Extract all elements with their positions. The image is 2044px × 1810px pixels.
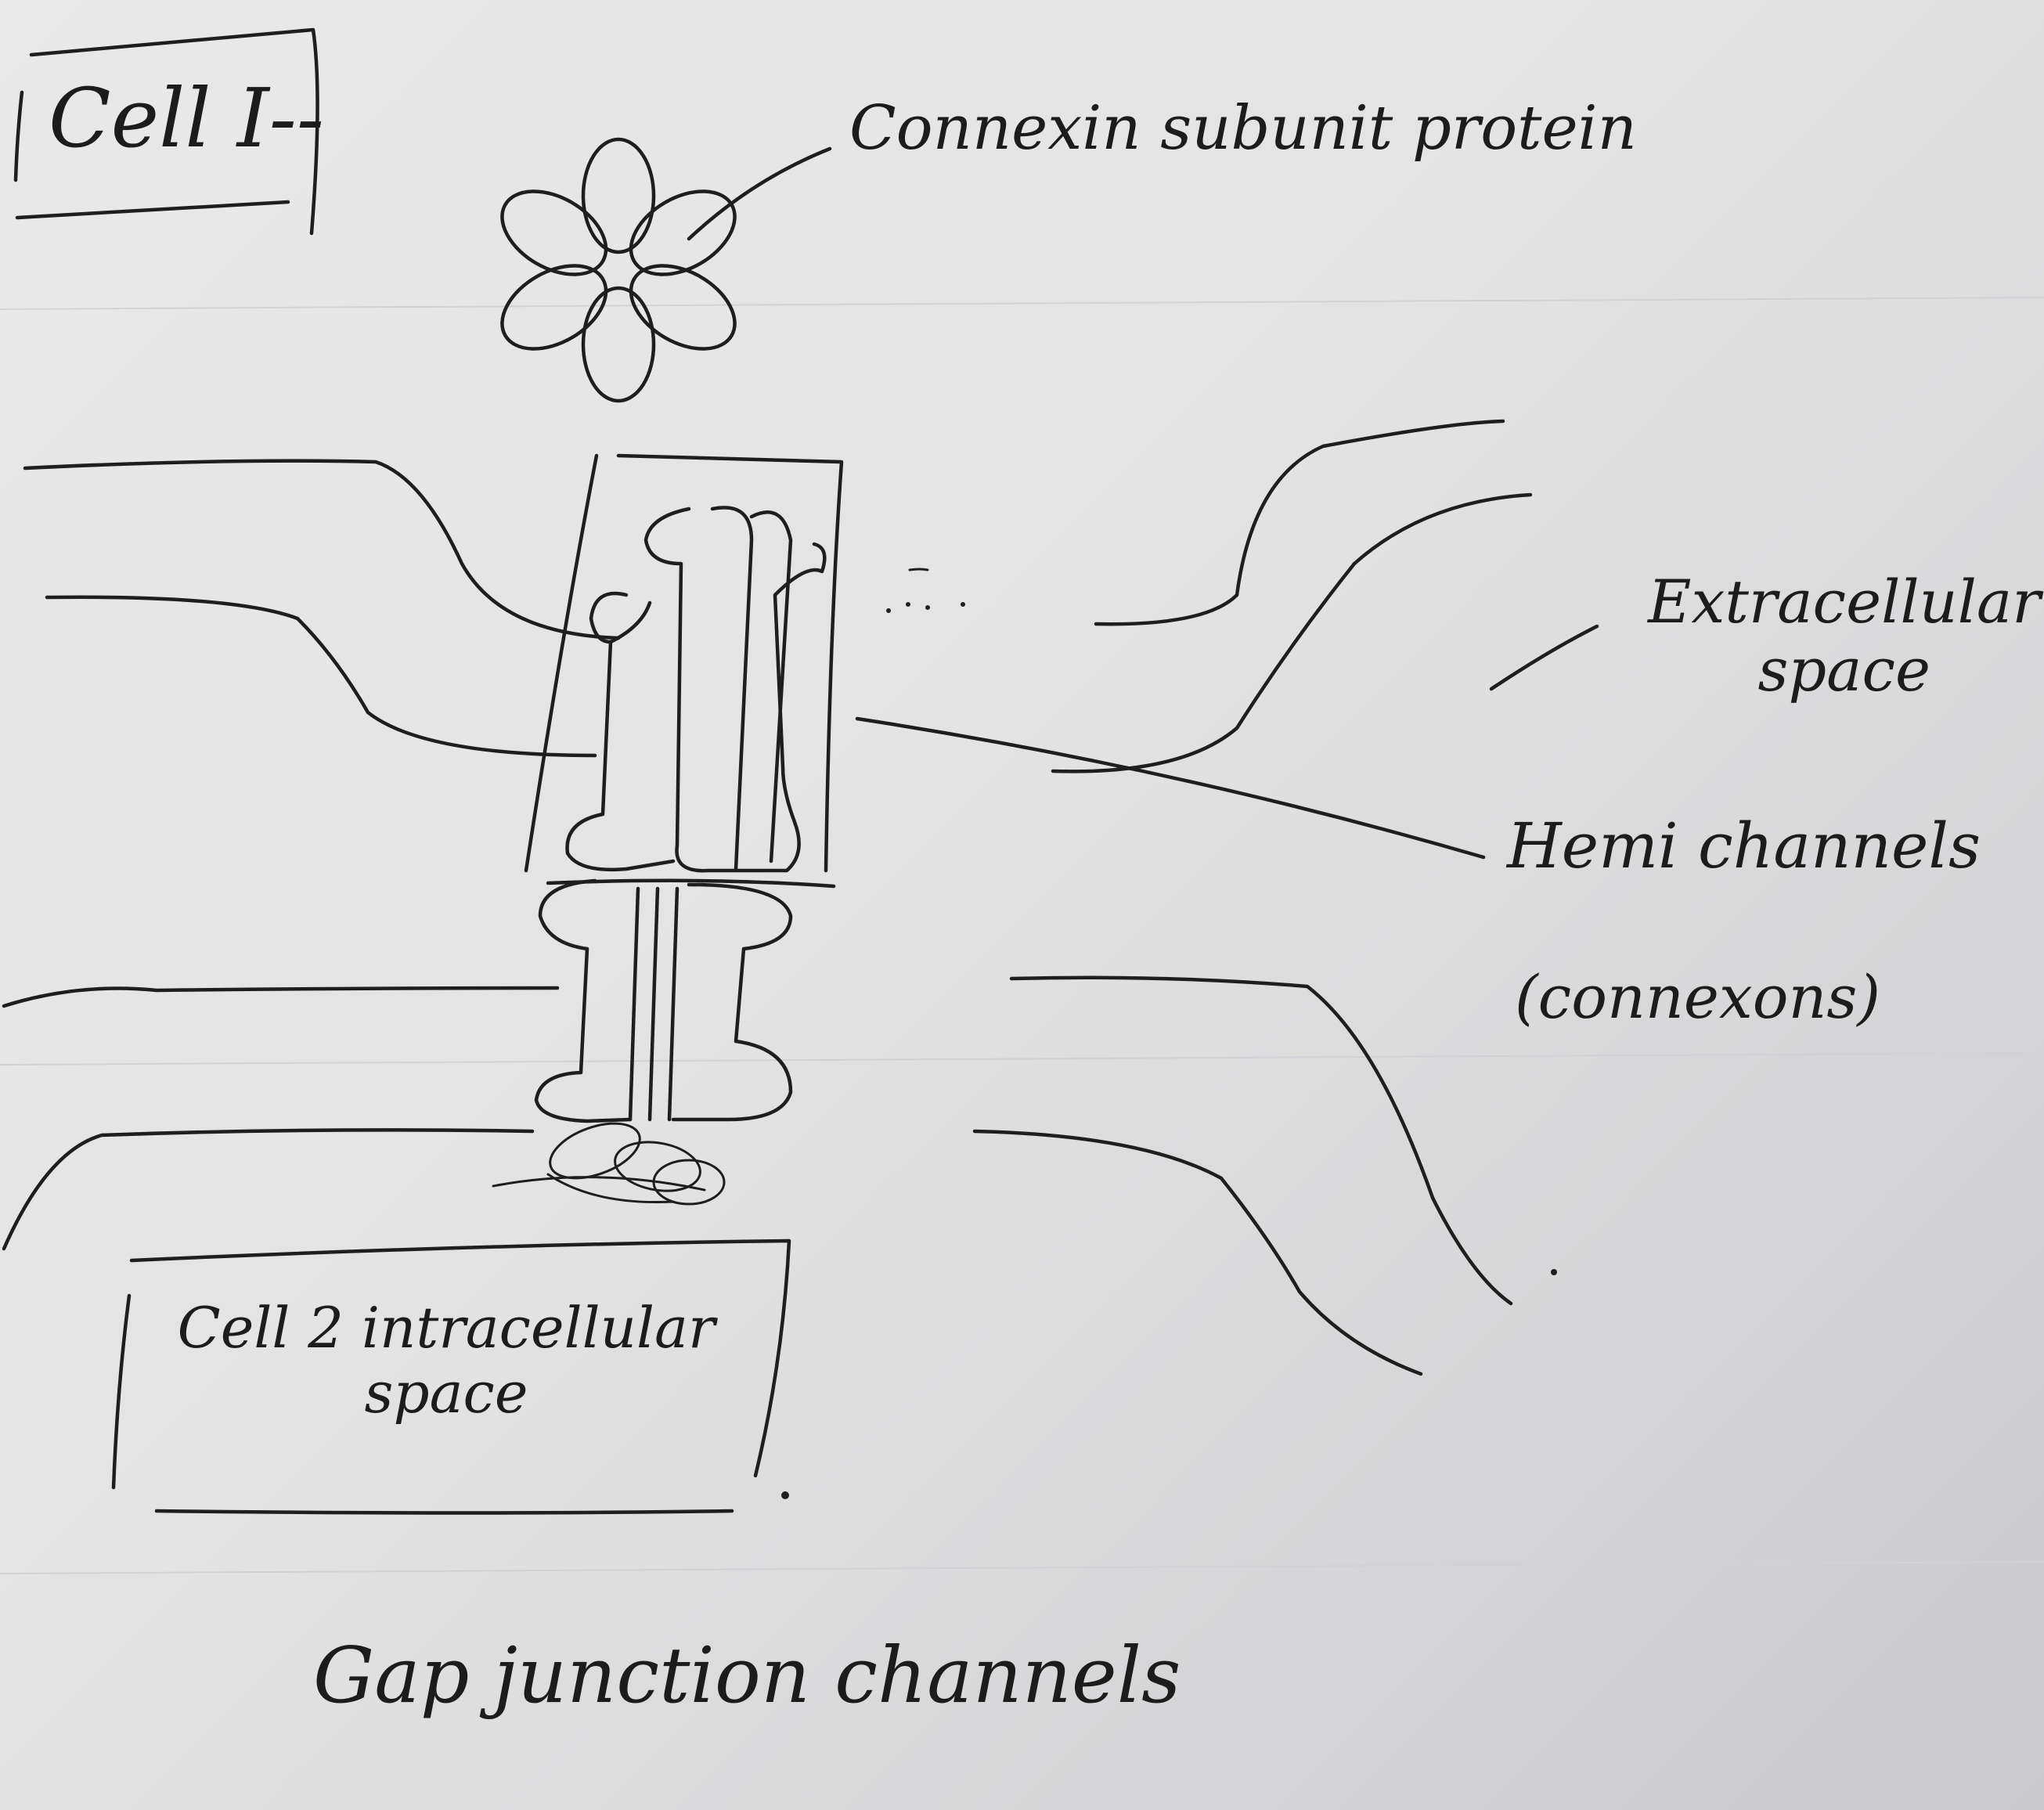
connexin-leader-line bbox=[689, 149, 830, 239]
cell1-label: Cell I-- bbox=[49, 72, 324, 166]
extracellular-label-line2: space bbox=[1648, 636, 2041, 704]
extracellular-leader-line bbox=[1491, 626, 1597, 689]
cell1-membrane-right-outer bbox=[1096, 421, 1503, 624]
extracellular-label-line1: Extracellular bbox=[1648, 568, 2041, 636]
hemichannel-leader-line bbox=[857, 719, 1483, 857]
cell1-membrane-right-inner bbox=[1053, 495, 1530, 771]
extracellular-label: Extracellular space bbox=[1648, 568, 2041, 705]
cell1-membrane-inner bbox=[47, 597, 595, 755]
cell2-membrane-right-lower bbox=[975, 1131, 1421, 1374]
connexin-flower bbox=[488, 139, 749, 401]
cell2-membrane-lower bbox=[4, 1130, 532, 1249]
cell2-membrane-upper bbox=[4, 988, 557, 1006]
cell2-label-line2: space bbox=[149, 1361, 744, 1426]
stray-dot bbox=[1551, 1269, 1557, 1275]
upper-connexon bbox=[568, 507, 825, 871]
cell1-membrane-outer bbox=[25, 461, 618, 638]
cell2-label-line1: Cell 2 intracellular bbox=[149, 1296, 744, 1361]
hemichannels-label: Hemi channels bbox=[1507, 810, 1981, 882]
connexin-label: Connexin subunit protein bbox=[849, 94, 1637, 164]
lower-connexon bbox=[536, 881, 791, 1121]
box-dot bbox=[781, 1491, 789, 1499]
connexons-label: (connexons) bbox=[1515, 963, 1880, 1031]
scribble-base bbox=[493, 1112, 724, 1204]
ellipsis-dots bbox=[886, 569, 965, 613]
diagram-title: Gap junction channels bbox=[313, 1632, 1181, 1721]
cell2-label: Cell 2 intracellular space bbox=[149, 1296, 744, 1426]
hemichannel-box bbox=[526, 456, 842, 871]
